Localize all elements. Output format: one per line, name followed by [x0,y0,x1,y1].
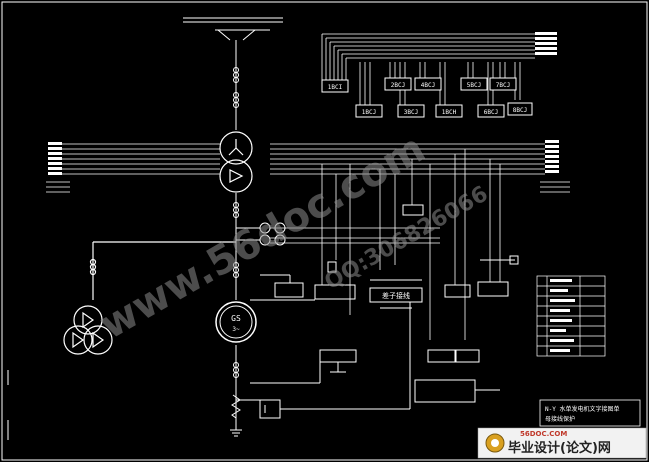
central-module: 差子接线 [369,279,423,309]
badge-domain: 56DOC.COM [520,430,567,438]
relay-label-5: 4BCJ [421,82,435,89]
legend-marks [550,279,575,352]
relay-box-4: 3BCJ [397,104,425,118]
relay-label-6: 1BCH [442,109,457,116]
central-module-label: 差子接线 [382,291,410,300]
module-lower-left [250,349,357,384]
relay-label-10: 8BCJ [513,107,527,114]
badge-text: 毕业设计(论文)网 [508,440,611,456]
generator-symbol: GS 3~ [215,301,257,343]
relay-label-4: 3BCJ [404,109,418,116]
relay-box-5: 4BCJ [414,77,442,91]
module-drop-lines [270,149,501,340]
current-transformer-cluster [236,222,286,246]
title-line-2: 母接线保护 [545,415,575,423]
left-terminal-marks [48,142,62,175]
auxiliary-transformer-symbol [63,241,236,355]
neutral-grounding [230,300,411,437]
relay-box-9: 7BCJ [489,77,517,91]
left-signal-bus [46,143,220,193]
module-small-1 [260,204,424,298]
generator-sublabel: 3~ [232,326,240,333]
module-right-a [444,255,519,298]
title-block: N-Y 水单发电机文字接图单 母接线保护 [539,399,641,427]
relay-box-1: 1BCI [321,79,349,93]
title-line-1: N-Y 水单发电机文字接图单 [545,405,619,413]
module-lower-right [414,349,500,403]
main-feeder-line [233,48,239,425]
relay-box-6: 1BCH [435,104,463,118]
relay-label-2: 1BCJ [362,109,376,116]
top-right-terminal-marks [535,32,557,55]
relay-label-7: 5BCJ [467,82,481,89]
relay-box-3: 2BCJ [384,77,412,91]
relay-box-2: 1BCJ [355,104,383,118]
main-transformer-symbol [219,131,253,193]
module-small-2 [250,284,356,301]
right-terminal-marks [545,140,559,173]
generator-label: GS [231,314,241,323]
top-right-wiring [321,33,535,105]
right-signal-bus [270,143,570,193]
relay-label-8: 6BCJ [484,109,498,116]
relay-label-9: 7BCJ [496,82,510,89]
relay-box-10: 8BCJ [507,102,533,116]
relay-label-3: 2BCJ [391,82,405,89]
relay-box-8: 6BCJ [477,104,505,118]
site-badge: 56DOC.COM 毕业设计(论文)网 [477,427,647,459]
relay-box-7: 5BCJ [460,77,488,91]
legend-table [536,275,606,357]
top-busbar [183,17,283,48]
relay-label-1: 1BCI [328,84,343,91]
